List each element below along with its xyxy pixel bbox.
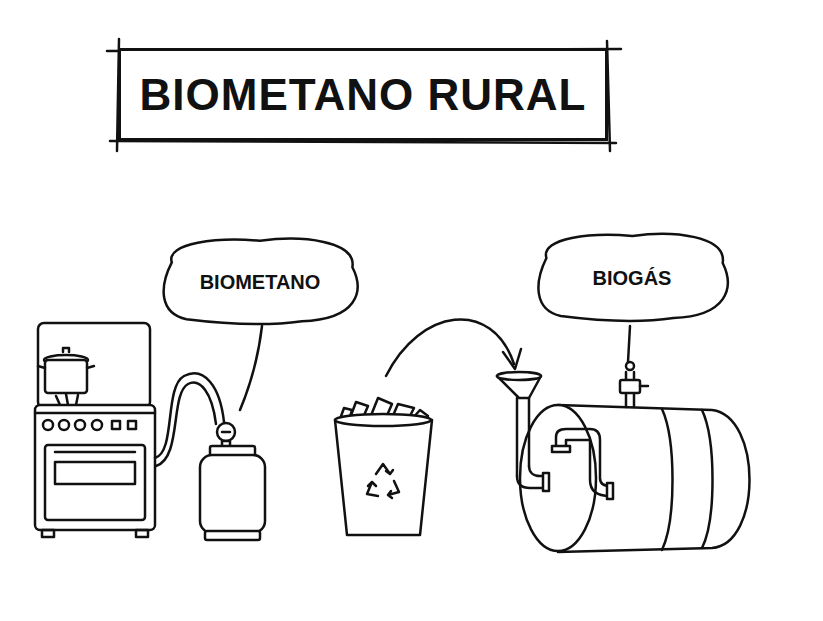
gas-cylinder: [155, 373, 265, 540]
biodigester: [497, 362, 750, 552]
bubble-shape: [164, 239, 358, 324]
bubble-label: BIOMETANO: [200, 271, 321, 294]
title-frame: [107, 39, 621, 151]
bubble-label: BIOGÁS: [593, 267, 672, 290]
feed-arrow: [386, 319, 521, 376]
bubble-shape: [538, 234, 727, 321]
title: BIOMETANO RURAL: [140, 70, 587, 120]
speech-bubble: BIOGÁS: [530, 228, 735, 328]
title-box: BIOMETANO RURAL: [118, 48, 608, 141]
bubble-tail: [240, 326, 630, 410]
speech-bubble: BIOMETANO: [155, 233, 365, 331]
recycle-bin: [335, 398, 432, 535]
stove: [35, 323, 155, 537]
